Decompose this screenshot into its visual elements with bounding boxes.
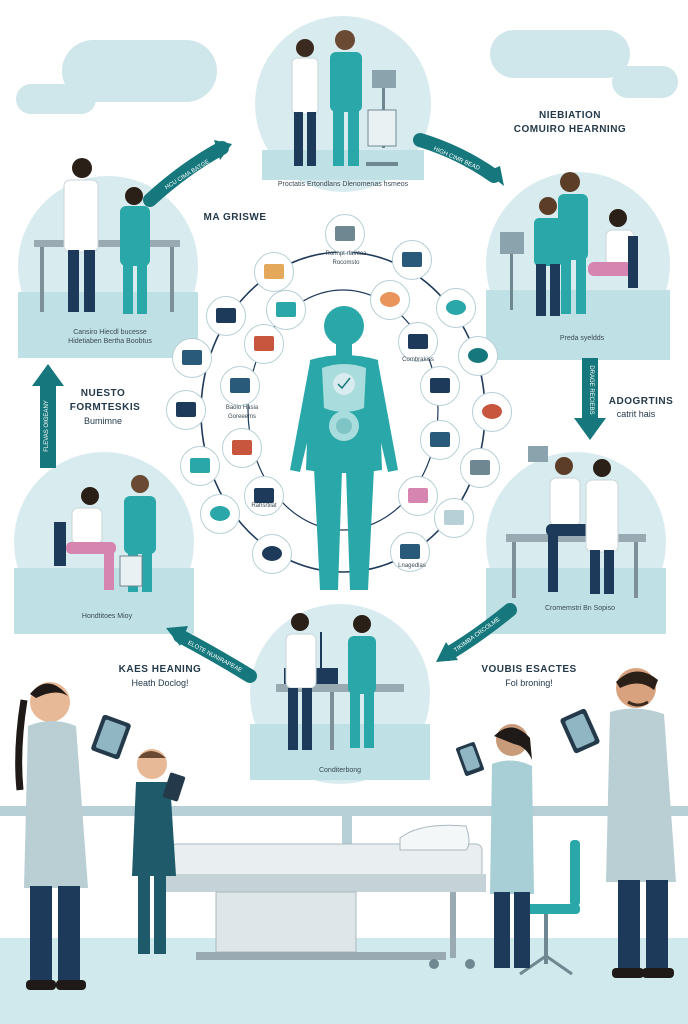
node-chart3-icon bbox=[222, 428, 262, 468]
disc-lower-left bbox=[14, 452, 194, 634]
center-top-label: MA GRISWE bbox=[203, 212, 267, 223]
nurse bbox=[456, 724, 534, 968]
top-right-heading-2: COMUIRO HEARNING bbox=[513, 124, 627, 135]
node-syringe-icon bbox=[420, 366, 460, 406]
human-figure bbox=[290, 306, 398, 590]
node-tablet-icon bbox=[266, 290, 306, 330]
left-heading-2: FORMTESKIS bbox=[69, 402, 141, 413]
top-right-heading: NIEBIATION bbox=[538, 110, 602, 121]
wall-post-1 bbox=[342, 806, 352, 846]
node-monitor3-icon bbox=[180, 446, 220, 486]
arrow-top-left: HCU CIMA BATGE bbox=[143, 140, 232, 207]
bottom-right-heading: VOUBIS ESACTES bbox=[481, 664, 577, 675]
right-sub: catrit hais bbox=[616, 409, 656, 419]
left-sub: Bumimne bbox=[83, 416, 122, 426]
inner-ring bbox=[247, 289, 439, 531]
node-xray-icon bbox=[392, 240, 432, 280]
child bbox=[132, 749, 186, 954]
cloud-right-small bbox=[612, 66, 678, 98]
arr-br-label: TIKIMBA CRCOLME bbox=[453, 616, 501, 653]
node-clipboard3-icon bbox=[434, 498, 474, 538]
node-stethoscope2-icon bbox=[244, 476, 284, 516]
arr-l-label: FLEVAS OIGEANY bbox=[44, 400, 50, 452]
node-chart2-icon bbox=[398, 322, 438, 362]
node-caption-5: Lnagedlas bbox=[398, 563, 426, 569]
hospital-bed bbox=[166, 824, 486, 969]
bottom-right-sub: Fol broning! bbox=[505, 678, 553, 688]
node-moon-icon bbox=[252, 534, 292, 574]
arrow-left: FLEVAS OIGEANY bbox=[32, 364, 64, 468]
node-chart-icon bbox=[206, 296, 246, 336]
node-monitor2-icon bbox=[172, 338, 212, 378]
node-people-icon bbox=[398, 476, 438, 516]
node-caption-3: Combrakiss bbox=[402, 357, 434, 363]
node-microscope-icon bbox=[420, 420, 460, 460]
doctor-right bbox=[560, 668, 676, 978]
node-clipboard2-icon bbox=[460, 448, 500, 488]
node-gear-icon bbox=[200, 494, 240, 534]
node-bed-icon bbox=[390, 532, 430, 572]
node-xray2-icon bbox=[220, 366, 260, 406]
arrow-right: DRAGE RECIEBS bbox=[574, 358, 606, 440]
caption-upper-right: Preda syeldds bbox=[559, 335, 605, 342]
caption-upper-left: Cansiro Hiecdl bucesse Hidetiaben Bertha… bbox=[68, 329, 152, 345]
doctor-left bbox=[15, 682, 131, 990]
node-monitor-icon bbox=[325, 214, 365, 254]
disc-top bbox=[255, 16, 431, 192]
cloud-right bbox=[490, 30, 630, 78]
node-heart-icon bbox=[370, 280, 410, 320]
node-clipboard-icon bbox=[244, 324, 284, 364]
node-stethoscope-icon bbox=[458, 336, 498, 376]
caption-bottom: Conditerbong bbox=[318, 767, 362, 774]
arrow-bottom-right: TIKIMBA CRCOLME bbox=[436, 603, 517, 662]
disc-lower-right bbox=[486, 446, 666, 634]
node-tablet2-icon bbox=[166, 390, 206, 430]
node-caption-1: Ronnpt rfaintaa Rocomsto bbox=[325, 251, 367, 266]
arr-r-label: DRAGE RECIEBS bbox=[588, 365, 594, 414]
node-dna-icon bbox=[436, 288, 476, 328]
disc-bottom bbox=[250, 604, 430, 784]
disc-upper-left bbox=[18, 158, 198, 358]
heart-icon bbox=[333, 373, 355, 395]
arrow-top-right: HIGH CIMR BEAD bbox=[413, 133, 504, 186]
caption-lower-right: Cromemstri Bn Sopiso bbox=[544, 605, 616, 612]
node-caption-2: Baoio Hasia Goreeems bbox=[225, 405, 259, 420]
caption-lower-left: Hondtitoes Mioy bbox=[81, 613, 133, 620]
bottom-left-heading: KAES HEANING bbox=[118, 664, 202, 675]
bottom-left-sub: Heath Doclog! bbox=[131, 678, 189, 688]
cloud-left-small bbox=[16, 84, 96, 114]
disc-upper-right bbox=[486, 172, 670, 360]
node-brain-icon bbox=[472, 392, 512, 432]
room-scene bbox=[15, 668, 676, 990]
node-pill-icon bbox=[254, 252, 294, 292]
cap-top-label: Proctatis Ertondlans Dlenomenas hsmeos bbox=[278, 181, 409, 188]
right-heading: ADOGRTINS bbox=[608, 396, 674, 407]
left-heading: NUESTO bbox=[80, 388, 126, 399]
node-caption-4: Rahsrtilat bbox=[251, 503, 277, 509]
